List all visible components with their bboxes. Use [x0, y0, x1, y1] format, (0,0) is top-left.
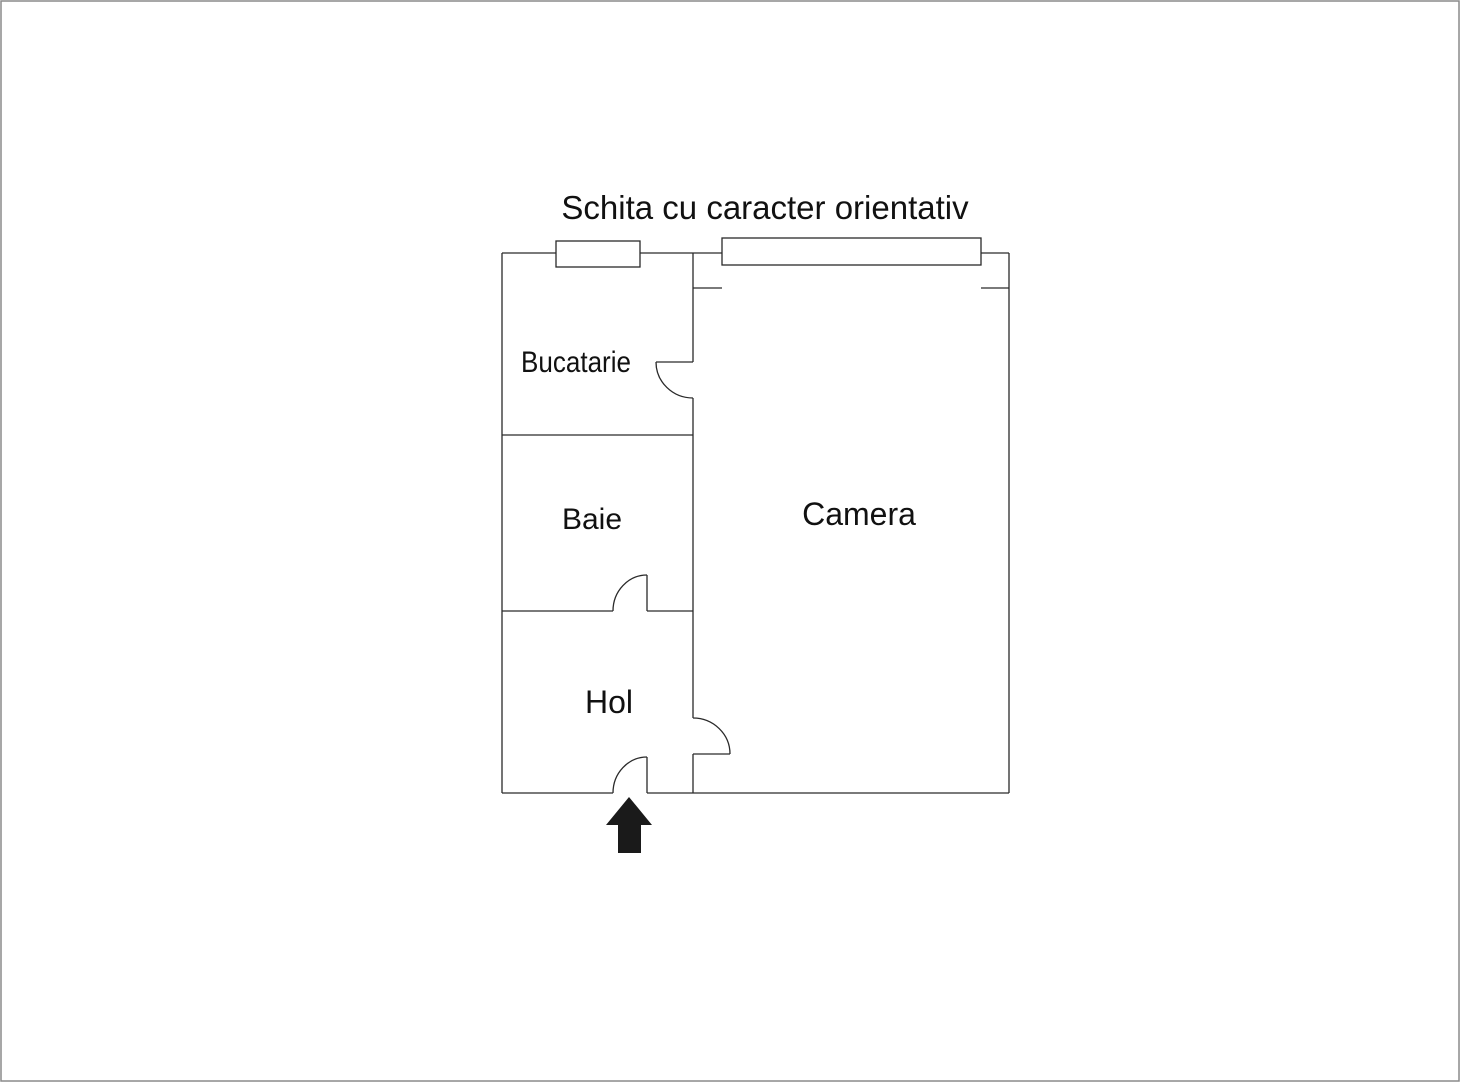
room-window [721, 237, 982, 266]
room-door [692, 717, 731, 755]
kitchen-window [555, 240, 641, 268]
plan-title: Schita cu caracter orientativ [561, 189, 969, 226]
room-label-room: Camera [802, 496, 916, 532]
room-label-bathroom: Baie [562, 503, 622, 536]
kitchen-door [655, 361, 694, 399]
walls [501, 252, 1010, 794]
room-label-kitchen: Bucatarie [521, 346, 631, 379]
arrow-up-icon [606, 797, 652, 853]
bathroom-door [612, 574, 648, 612]
entrance-door [612, 756, 648, 794]
room-label-hall: Hol [585, 684, 633, 720]
